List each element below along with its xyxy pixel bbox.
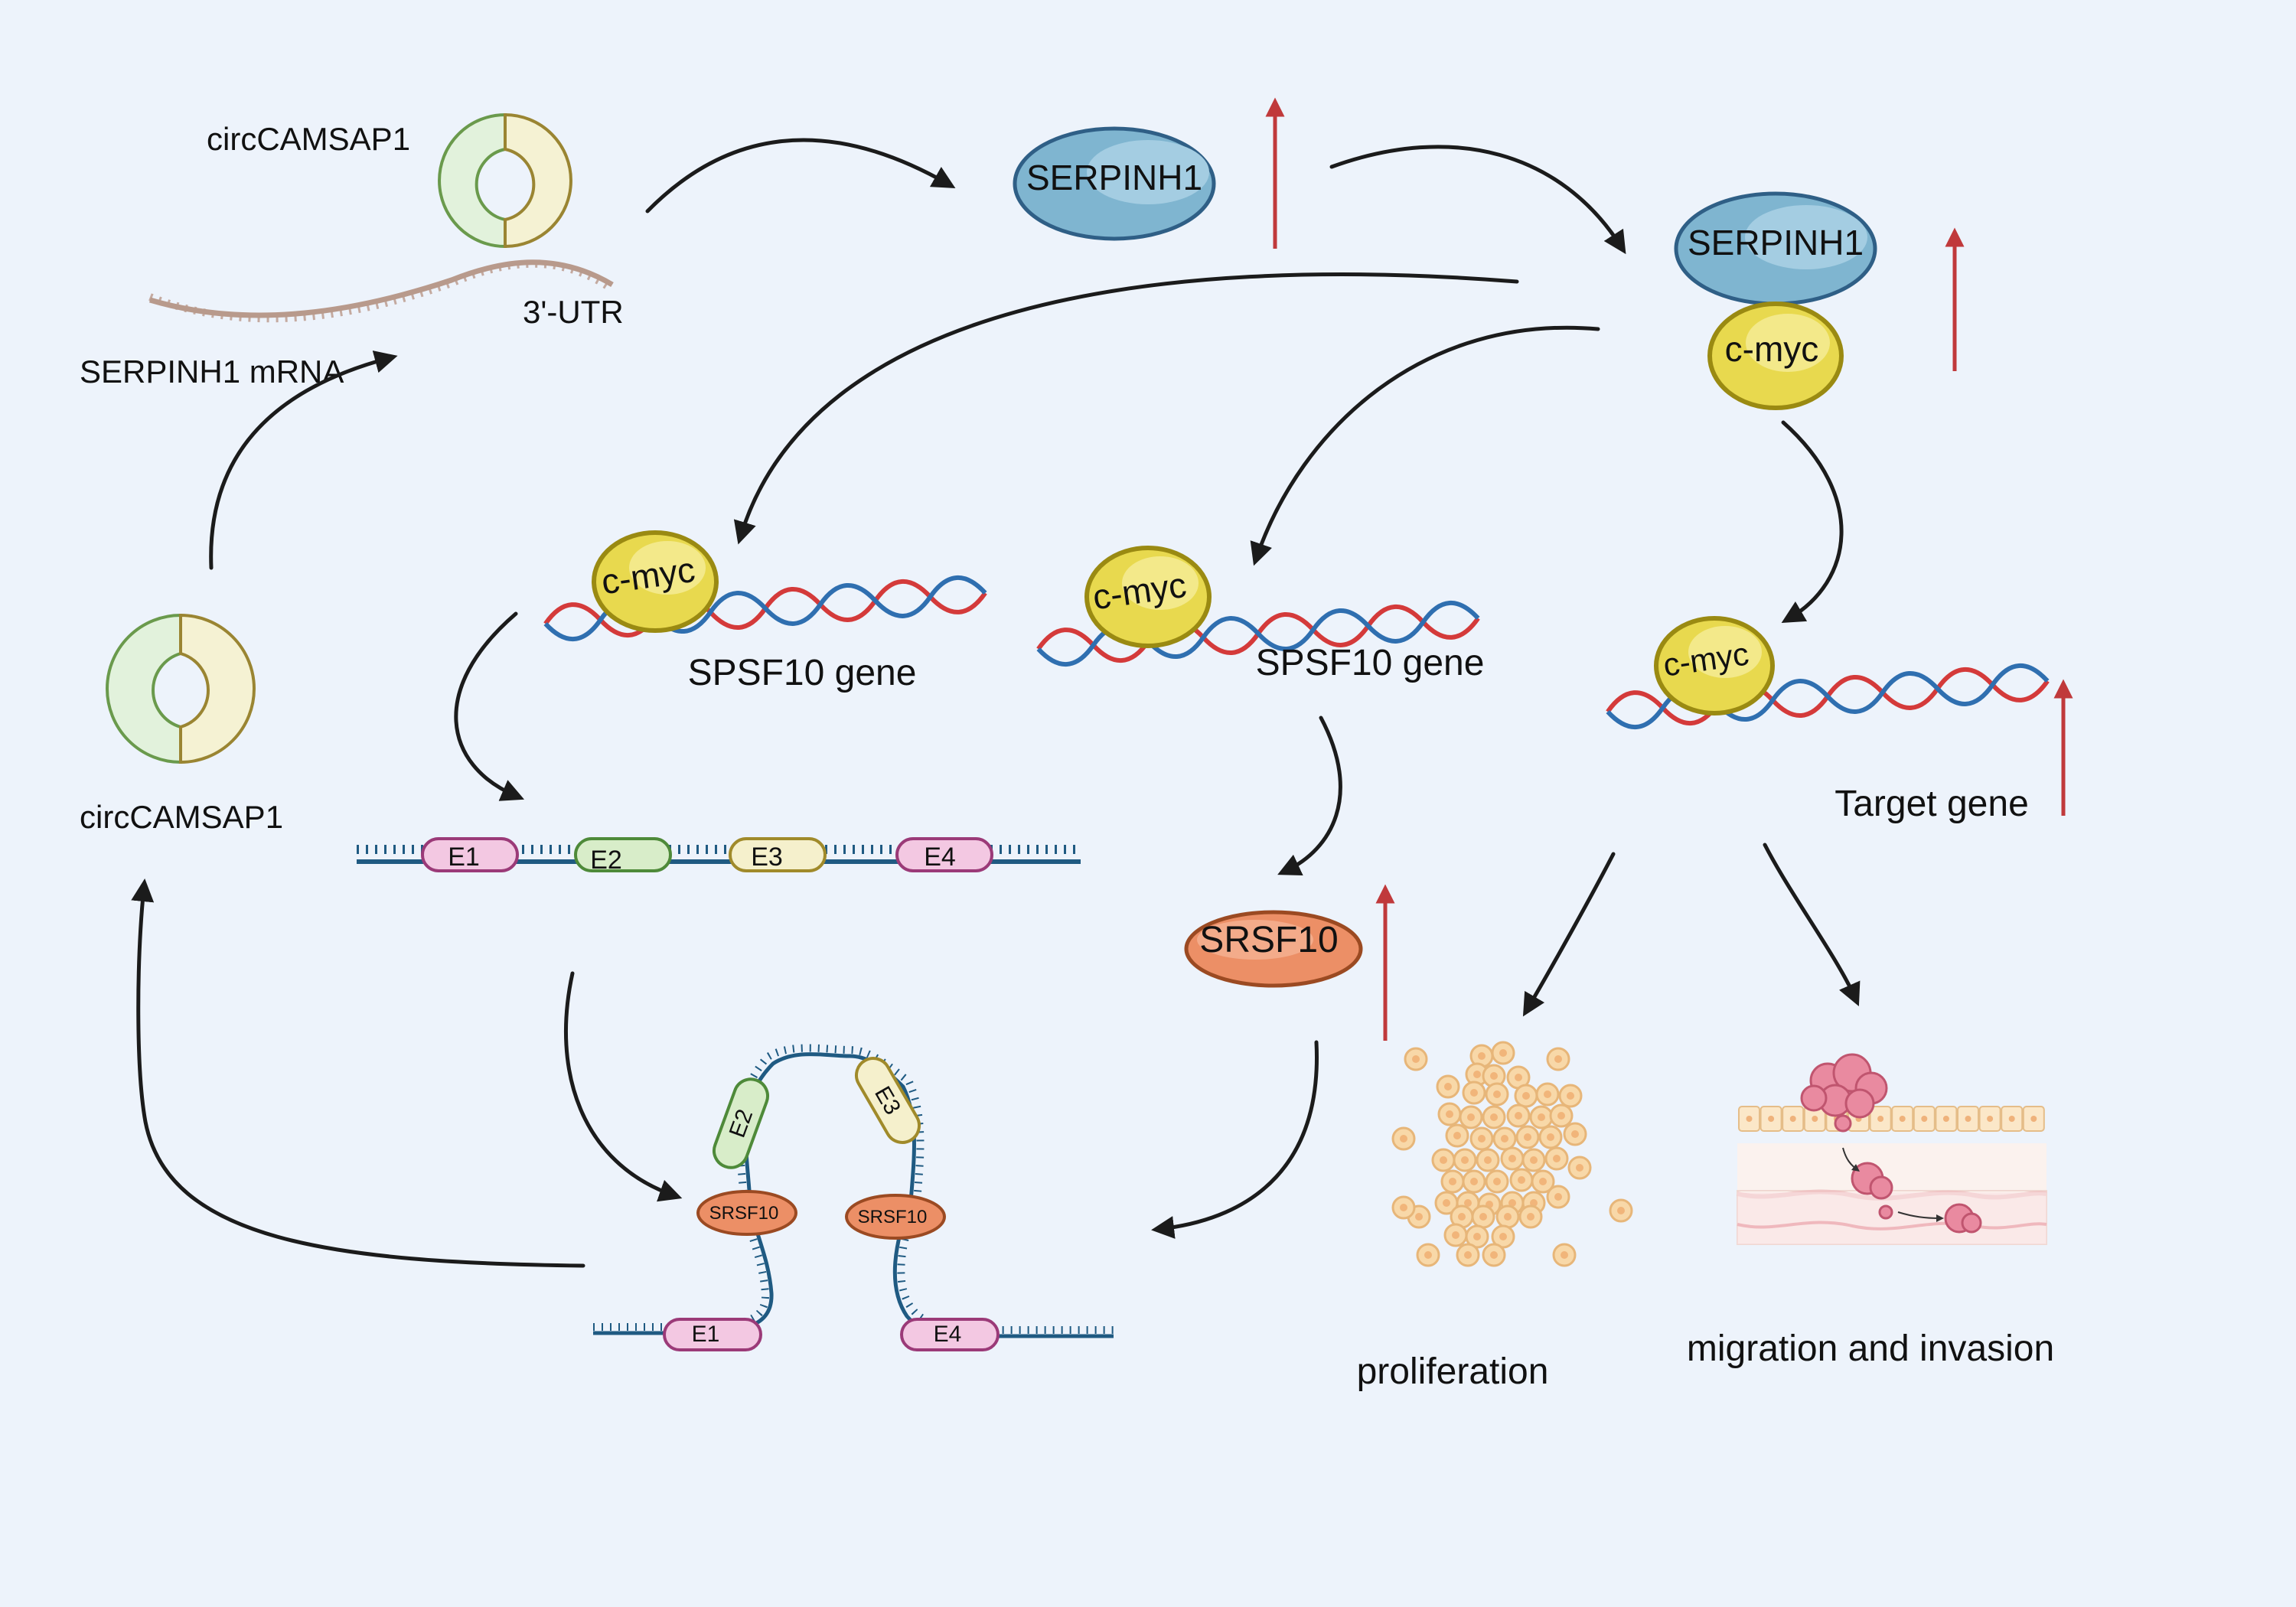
- cmyc-protein: [1707, 302, 1844, 410]
- svg-text:SRSF10: SRSF10: [709, 1203, 779, 1224]
- exon-e4: E4: [895, 837, 993, 872]
- flow-arrow: [645, 138, 956, 214]
- tissue-invasion-illustration: [1737, 1053, 2047, 1245]
- spsf10-gene-label: SPSF10 gene: [688, 653, 917, 693]
- flow-arrow: [454, 611, 525, 801]
- mrna-label: SERPINH1 mRNA: [80, 354, 344, 390]
- flow-arrow: [1763, 843, 1861, 1006]
- serpinh1-complex-label: SERPINH1: [1688, 223, 1864, 262]
- cmyc-protein: [1654, 616, 1775, 715]
- srsf10-protein-small: SRSF10: [696, 1190, 797, 1236]
- circrna-left-icon: [106, 613, 256, 764]
- cmyc-protein: [1084, 546, 1212, 648]
- flow-arrow: [1522, 852, 1616, 1017]
- cell-cluster-illustration: [1391, 1041, 1633, 1267]
- exon-e1: E1: [421, 837, 519, 872]
- flow-arrow: [209, 350, 398, 570]
- utr-label: 3'-UTR: [523, 294, 624, 330]
- target-gene-label: Target gene: [1835, 784, 2029, 824]
- svg-text:E4: E4: [924, 843, 956, 872]
- flow-arrow: [1250, 325, 1600, 566]
- srsf10-protein-small: SRSF10: [845, 1194, 946, 1240]
- circ-top-label: circCAMSAP1: [207, 121, 410, 157]
- svg-text:E4: E4: [934, 1322, 962, 1347]
- svg-text:E1: E1: [692, 1322, 720, 1347]
- svg-text:E1: E1: [448, 843, 480, 872]
- exon-e2: E2: [713, 1077, 769, 1169]
- svg-text:E3: E3: [751, 843, 783, 872]
- serpinh1-protein: [1013, 126, 1216, 241]
- spliced-mrna-strand: [593, 1044, 1114, 1338]
- proliferation-label: proliferation: [1357, 1351, 1549, 1392]
- exon-e4: E4: [900, 1318, 1000, 1351]
- exon-e3: E3: [729, 837, 827, 872]
- flow-arrow: [1277, 715, 1342, 875]
- spsf10-gene-label: SPSF10 gene: [1256, 643, 1485, 683]
- exon-e1: E1: [663, 1318, 762, 1351]
- flow-arrow: [131, 878, 585, 1268]
- svg-text:SRSF10: SRSF10: [858, 1207, 928, 1227]
- srsf10-protein: [1184, 910, 1363, 988]
- srsf10-label: SRSF10: [1199, 920, 1338, 960]
- circ-left-label: circCAMSAP1: [80, 799, 283, 835]
- flow-arrow: [1151, 1040, 1319, 1239]
- serpinh1-label: SERPINH1: [1026, 158, 1202, 197]
- migration-invasion-label: migration and invasion: [1687, 1328, 2054, 1369]
- flow-arrow: [1781, 420, 1844, 624]
- cmyc-complex-label: c-myc: [1725, 329, 1819, 369]
- serpinh1-protein: [1674, 191, 1877, 306]
- circrna-top-icon: [438, 112, 572, 249]
- exon-e2: E2: [574, 837, 672, 875]
- flow-arrow: [733, 272, 1519, 545]
- exon-e3: E3: [855, 1057, 921, 1144]
- svg-text:E2: E2: [590, 846, 622, 875]
- flow-arrow: [1329, 145, 1626, 255]
- flow-arrow: [563, 971, 683, 1202]
- mrna-strand: [148, 259, 615, 323]
- cmyc-protein: [592, 530, 719, 633]
